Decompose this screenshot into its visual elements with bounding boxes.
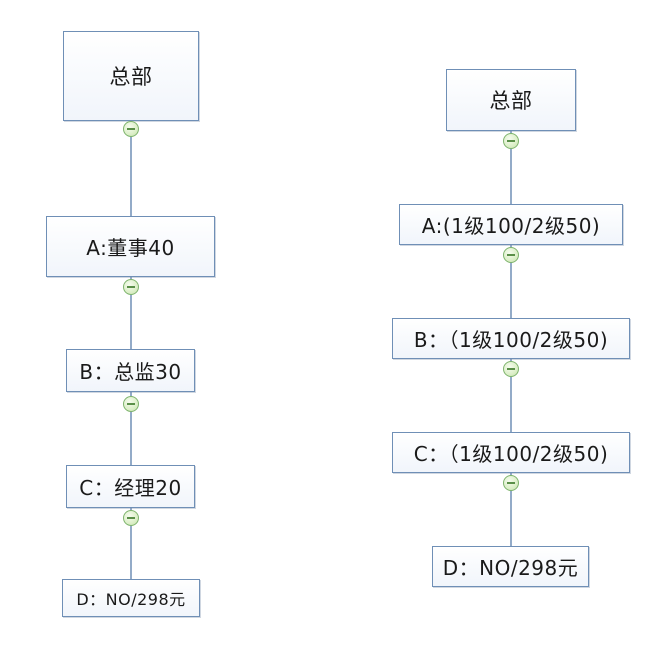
right-node-b-label: B：（1级100/2级50) (413, 328, 609, 352)
collapse-minus-icon[interactable] (503, 475, 519, 491)
left-node-d[interactable]: D：NO/298元 (62, 579, 200, 617)
right-root-label: 总部 (489, 89, 533, 113)
right-node-c[interactable]: C：（1级100/2级50) (392, 432, 630, 473)
right-node-a-label: A:(1级100/2级50) (421, 214, 601, 238)
collapse-minus-icon[interactable] (503, 133, 519, 149)
collapse-minus-icon[interactable] (503, 361, 519, 377)
right-node-d-label: D：NO/298元 (442, 556, 579, 580)
left-node-a[interactable]: A:董事40 (46, 216, 215, 277)
left-node-c[interactable]: C：经理20 (66, 465, 195, 508)
right-node-a[interactable]: A:(1级100/2级50) (399, 204, 623, 245)
left-node-b-label: B：总监30 (79, 360, 182, 384)
right-node-d[interactable]: D：NO/298元 (432, 546, 589, 587)
left-node-b[interactable]: B：总监30 (66, 349, 195, 392)
right-node-c-label: C：（1级100/2级50) (413, 442, 609, 466)
collapse-minus-icon[interactable] (123, 396, 139, 412)
left-node-c-label: C：经理20 (79, 476, 182, 500)
collapse-minus-icon[interactable] (123, 279, 139, 295)
left-root-label: 总部 (109, 65, 153, 89)
left-node-d-label: D：NO/298元 (76, 590, 186, 609)
collapse-minus-icon[interactable] (503, 247, 519, 263)
collapse-minus-icon[interactable] (123, 121, 139, 137)
collapse-minus-icon[interactable] (123, 510, 139, 526)
right-root-node[interactable]: 总部 (446, 69, 576, 131)
right-node-b[interactable]: B：（1级100/2级50) (392, 318, 630, 359)
left-root-node[interactable]: 总部 (63, 31, 199, 121)
left-node-a-label: A:董事40 (86, 236, 175, 260)
